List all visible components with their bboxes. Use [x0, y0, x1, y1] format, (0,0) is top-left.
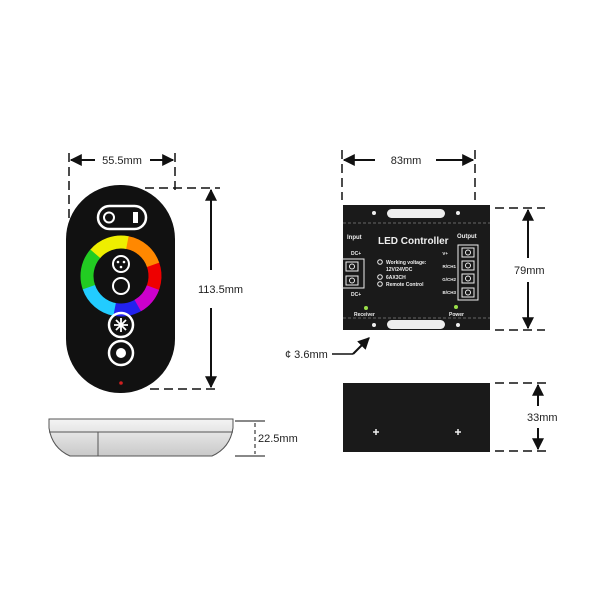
dc-plus-bottom-label: DC+	[351, 292, 361, 298]
input-label: Input	[347, 235, 362, 241]
spec-current: 6AX3CH	[386, 275, 406, 281]
remote-height-label: 113.5mm	[198, 284, 243, 296]
color-wheel-icon	[80, 235, 162, 317]
power-led	[454, 305, 458, 309]
output-r-label: R/CH1	[442, 264, 456, 269]
controller-depth-dimension: 33mm	[495, 382, 558, 452]
power-label: Power	[449, 312, 464, 318]
receiver-led	[364, 306, 368, 310]
spec-voltage-value: 12V/24VDC	[386, 267, 413, 273]
controller-width-dimension: 83mm	[341, 150, 476, 200]
controller-height-label: 79mm	[514, 265, 545, 277]
controller-side-view	[343, 383, 490, 452]
controller-width-label: 83mm	[391, 155, 422, 167]
output-label: Output	[457, 234, 477, 240]
controller-depth-label: 33mm	[527, 412, 558, 424]
remote-width-label: 55.5mm	[102, 155, 142, 167]
mode-button-icon	[112, 255, 130, 273]
indicator-led	[119, 381, 123, 385]
on-off-button-icon	[112, 277, 130, 295]
output-g-label: G/CH2	[442, 277, 456, 282]
power-switch-icon	[96, 204, 148, 231]
controller-top-view: Input LED Controller Output DC+ DC+ Work…	[341, 205, 490, 330]
controller-height-dimension: 79mm	[495, 207, 545, 331]
controller-title: LED Controller	[378, 236, 449, 247]
output-v-label: V+	[442, 251, 448, 256]
remote-side-view: 22.5mm	[48, 418, 298, 457]
dc-plus-top-label: DC+	[351, 251, 361, 257]
output-b-label: B/CH3	[442, 290, 456, 295]
remote-thickness-label: 22.5mm	[258, 433, 298, 445]
hole-diameter-label: ¢ 3.6mm	[285, 349, 328, 361]
brightness-down-button-icon	[107, 339, 135, 367]
mounting-hole-dimension: ¢ 3.6mm	[285, 337, 370, 361]
remote-width-dimension: 55.5mm	[68, 153, 176, 220]
brightness-up-button-icon	[107, 311, 135, 339]
spec-remote: Remote Control	[386, 282, 424, 288]
receiver-label: Receiver	[354, 312, 375, 318]
spec-voltage-label: Working voltage:	[386, 260, 427, 266]
remote-front-view	[66, 185, 175, 393]
remote-height-dimension: 113.5mm	[145, 187, 243, 390]
